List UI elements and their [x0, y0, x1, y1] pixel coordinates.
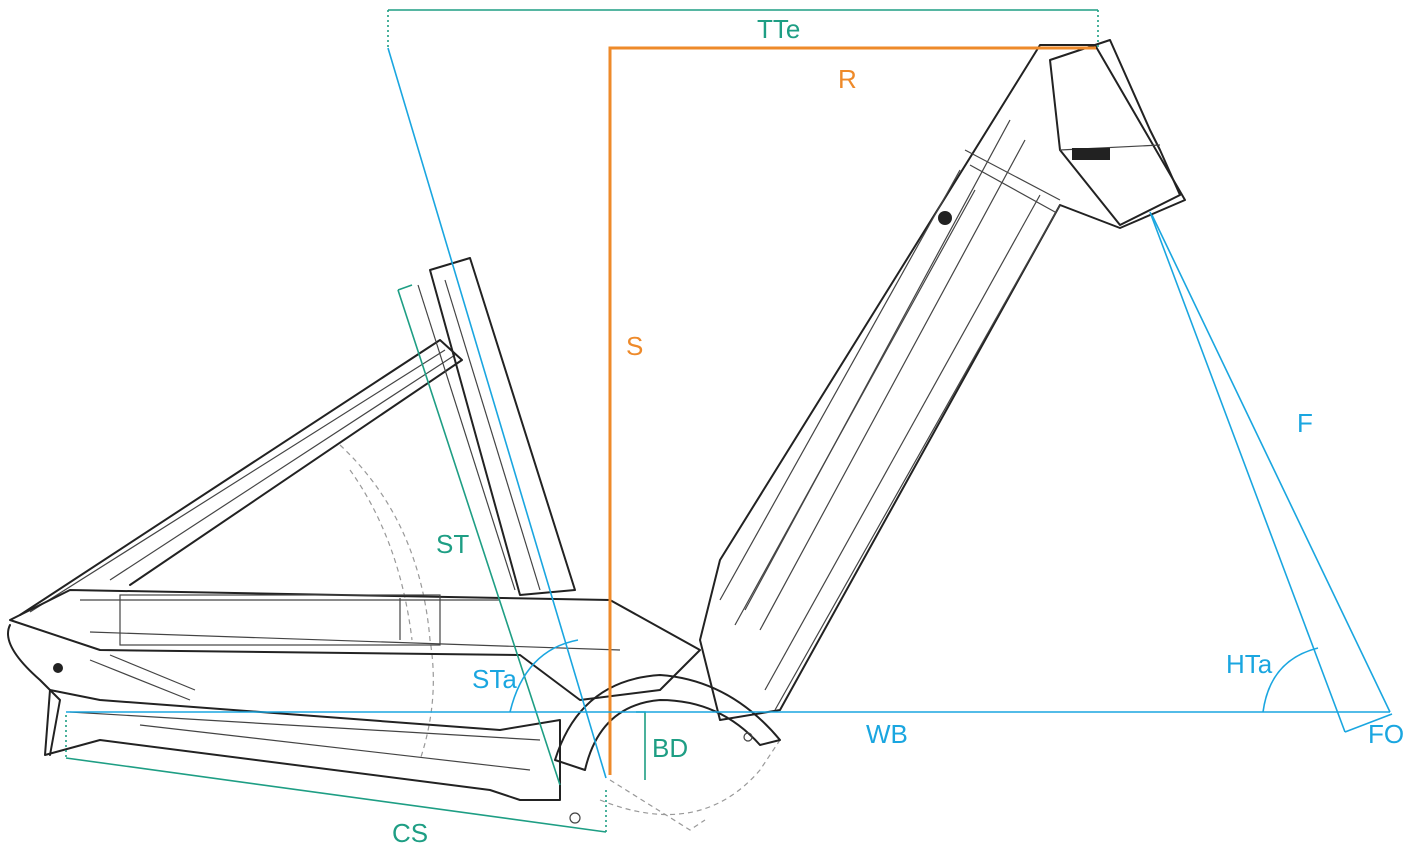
label-sta: STa	[472, 664, 517, 694]
label-r: R	[838, 64, 857, 94]
label-hta: HTa	[1226, 649, 1273, 679]
label-fo: FO	[1368, 719, 1404, 749]
label-tte: TTe	[757, 14, 800, 44]
blue-measurements	[66, 47, 1393, 779]
label-wb: WB	[866, 719, 908, 749]
bike-frame-drawing	[7, 39, 1186, 831]
orange-measurements	[608, 46, 1096, 775]
label-cs: CS	[392, 818, 428, 848]
label-bd: BD	[652, 733, 688, 763]
label-st: ST	[436, 529, 469, 559]
green-measurements	[65, 9, 1099, 833]
label-f: F	[1297, 408, 1313, 438]
label-s: S	[626, 331, 643, 361]
